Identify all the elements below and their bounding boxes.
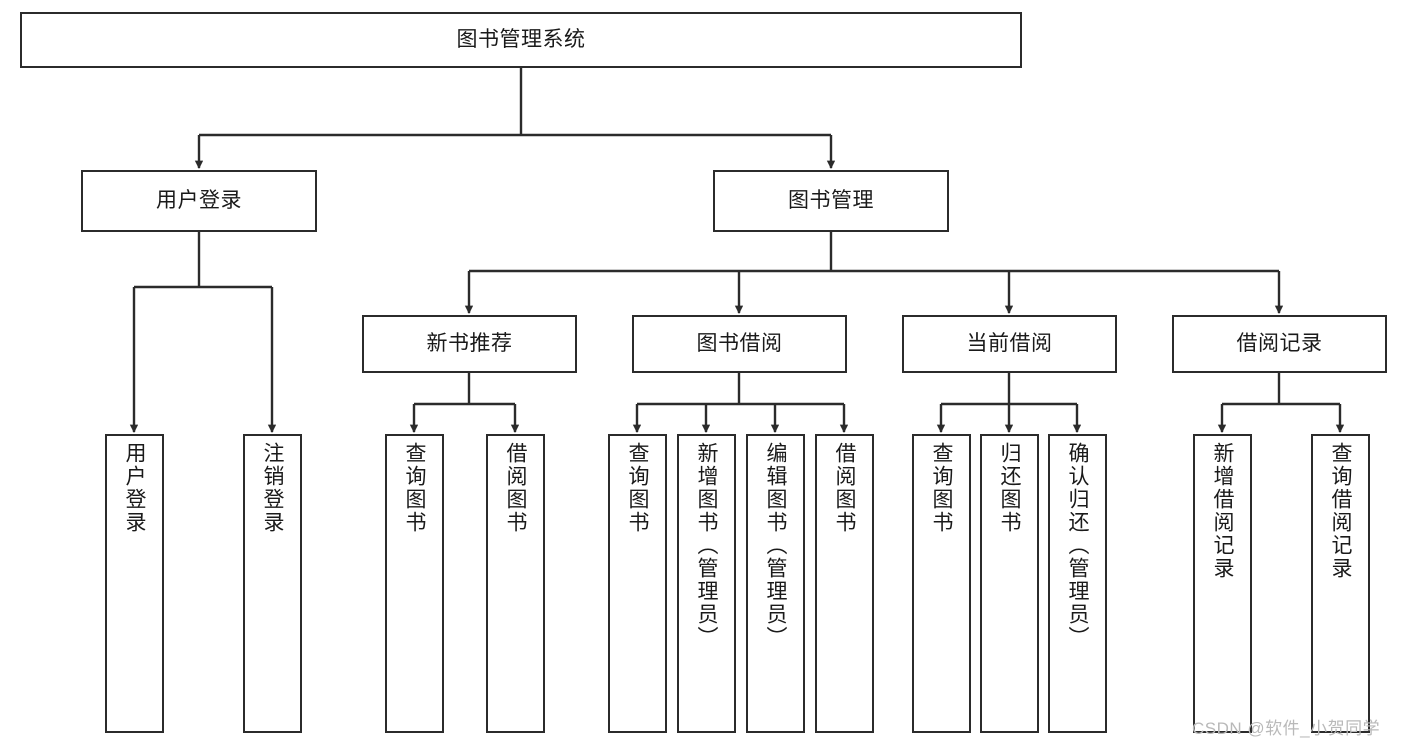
leaf-borrow-book-2[interactable]: 借阅图书 <box>815 434 874 733</box>
node-label: 图书管理系统 <box>456 27 586 51</box>
leaf-add-book[interactable]: 新增图书（管理员） <box>677 434 736 733</box>
node-label: 当前借阅 <box>966 331 1053 355</box>
leaf-query-book-2[interactable]: 查询图书 <box>608 434 667 733</box>
node-label: 借阅图书 <box>833 442 856 534</box>
leaf-borrow-book-1[interactable]: 借阅图书 <box>486 434 545 733</box>
node-borrow-record[interactable]: 借阅记录 <box>1172 315 1387 373</box>
node-label: 用户登录 <box>123 442 146 534</box>
node-label: 编辑图书（管理员） <box>764 442 787 649</box>
node-label: 图书管理 <box>788 188 874 212</box>
node-new-book-recommend[interactable]: 新书推荐 <box>362 315 577 373</box>
node-label: 查询借阅记录 <box>1329 442 1352 580</box>
node-label: 借阅图书 <box>504 442 527 534</box>
node-label: 用户登录 <box>156 188 242 212</box>
node-label: 新书推荐 <box>426 331 513 355</box>
node-label: 新增图书（管理员） <box>695 442 718 649</box>
node-book-management[interactable]: 图书管理 <box>713 170 949 232</box>
node-label: 借阅记录 <box>1236 331 1323 355</box>
leaf-edit-book[interactable]: 编辑图书（管理员） <box>746 434 805 733</box>
leaf-query-book-3[interactable]: 查询图书 <box>912 434 971 733</box>
leaf-query-record[interactable]: 查询借阅记录 <box>1311 434 1370 733</box>
leaf-add-record[interactable]: 新增借阅记录 <box>1193 434 1252 733</box>
node-current-borrow[interactable]: 当前借阅 <box>902 315 1117 373</box>
node-label: 图书借阅 <box>696 331 783 355</box>
node-label: 确认归还（管理员） <box>1066 442 1089 649</box>
node-user-login[interactable]: 用户登录 <box>81 170 317 232</box>
node-label: 归还图书 <box>998 442 1021 534</box>
node-book-borrow[interactable]: 图书借阅 <box>632 315 847 373</box>
leaf-user-login[interactable]: 用户登录 <box>105 434 164 733</box>
node-label: 注销登录 <box>261 442 284 534</box>
leaf-query-book-1[interactable]: 查询图书 <box>385 434 444 733</box>
node-label: 查询图书 <box>403 442 426 534</box>
node-root-system[interactable]: 图书管理系统 <box>20 12 1022 68</box>
leaf-return-book[interactable]: 归还图书 <box>980 434 1039 733</box>
node-label: 查询图书 <box>626 442 649 534</box>
leaf-logout[interactable]: 注销登录 <box>243 434 302 733</box>
node-label: 查询图书 <box>930 442 953 534</box>
node-label: 新增借阅记录 <box>1211 442 1234 580</box>
leaf-confirm-return[interactable]: 确认归还（管理员） <box>1048 434 1107 733</box>
